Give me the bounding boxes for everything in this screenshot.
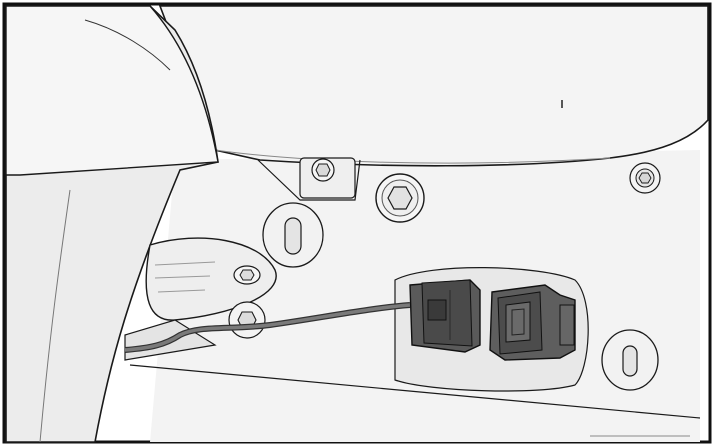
- wire-harness: [124, 303, 411, 352]
- hex-bolt: [375, 173, 425, 223]
- mount-bracket: [145, 237, 277, 321]
- fender-crease: [39, 189, 71, 443]
- fender-top-shading: [5, 5, 219, 176]
- bracket-stripe: [154, 261, 216, 293]
- hex-bolt: [299, 157, 356, 199]
- hex-bolt: [228, 301, 266, 339]
- electrical-connector-receptacle: [489, 284, 576, 361]
- slotted-boss: [601, 329, 659, 391]
- recess-outline: [257, 159, 361, 201]
- fender-curve: [84, 19, 171, 71]
- body-panel-top-edge: [214, 149, 611, 164]
- surface-line: [129, 364, 701, 419]
- slotted-boss: [262, 202, 324, 268]
- electrical-connector-plug: [409, 279, 481, 353]
- body-panel-top: [158, 5, 709, 167]
- hex-bolt: [629, 162, 661, 194]
- hex-bolt: [233, 265, 261, 285]
